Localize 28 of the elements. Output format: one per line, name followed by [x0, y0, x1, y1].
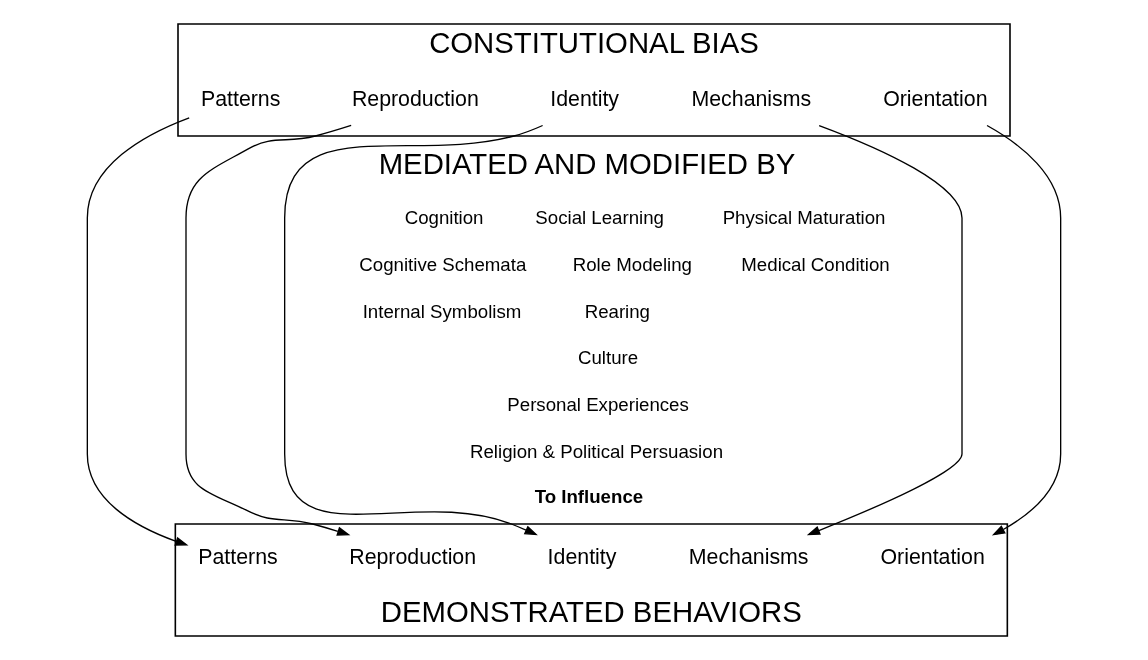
arrow: [986, 124, 1062, 536]
label: Cognitive Schemata: [359, 253, 527, 275]
label: Social Learning: [535, 207, 664, 229]
label: Medical Condition: [741, 253, 890, 275]
arrow: [86, 117, 190, 546]
node-text: Reproduction: [349, 544, 477, 569]
node-text: Reproduction: [351, 87, 479, 112]
node-text: Patterns: [198, 544, 278, 569]
node-text: Orientation: [883, 87, 988, 112]
arrow: [284, 124, 544, 536]
node-text: Mechanisms: [688, 544, 809, 569]
label: Personal Experiences: [507, 393, 689, 415]
label: Cognition: [404, 207, 484, 229]
label: Religion & Political Persuasion: [470, 440, 724, 462]
node-text: Identity: [550, 87, 620, 112]
node-text: Mechanisms: [691, 87, 812, 112]
label: Rearing: [584, 300, 651, 322]
node-text: Identity: [547, 544, 617, 569]
label: Role Modeling: [572, 253, 692, 275]
node-text: Orientation: [880, 544, 985, 569]
label: Culture: [578, 347, 639, 369]
label: Internal Symbolism: [362, 300, 522, 322]
label: To Influence: [534, 485, 644, 507]
label: Physical Maturation: [722, 207, 886, 229]
label: MEDIATED AND MODIFIED BY: [378, 147, 796, 181]
node-text: Patterns: [200, 87, 281, 112]
arrow: [185, 124, 352, 536]
arrow: [806, 124, 963, 536]
